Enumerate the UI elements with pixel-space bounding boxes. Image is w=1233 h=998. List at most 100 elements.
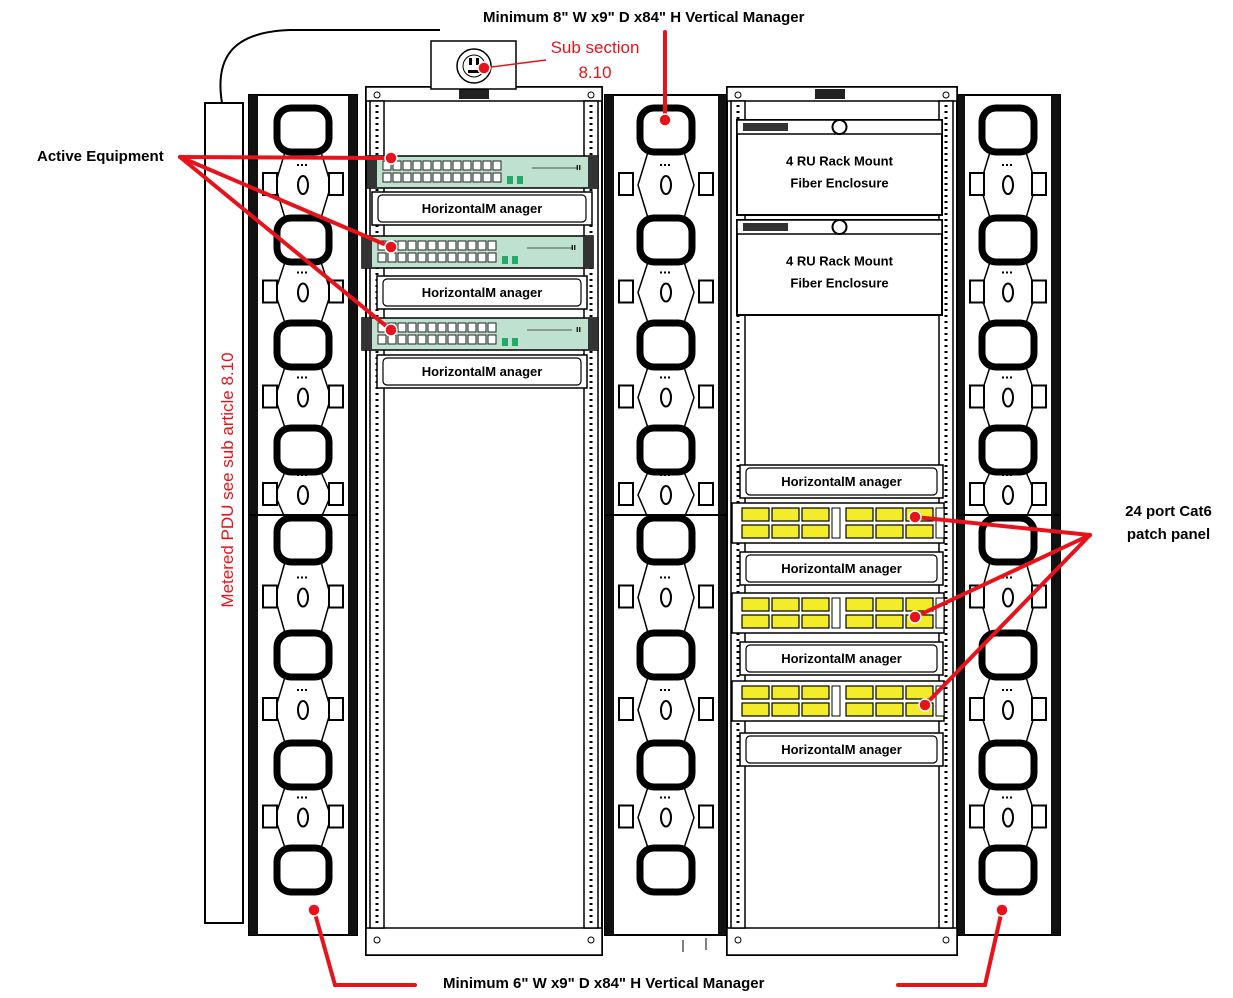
- switch-port: [382, 172, 392, 183]
- cable-ring: [273, 844, 333, 896]
- cable-ring: [978, 214, 1038, 266]
- patch-port: [875, 507, 904, 522]
- screw: [734, 91, 742, 99]
- switch-brand: ıı: [576, 162, 581, 172]
- callout-dot: [384, 151, 398, 165]
- bracket: [328, 697, 344, 721]
- switch-port: [477, 252, 487, 263]
- switch-port: [397, 322, 407, 333]
- screw: [734, 936, 742, 944]
- bracket: [1031, 697, 1047, 721]
- switch-led: [517, 176, 523, 184]
- bracket: [328, 172, 344, 196]
- switch-port: [467, 252, 477, 263]
- cable-ring: [978, 629, 1038, 681]
- horizontal-manager: HorizontalM anager: [739, 551, 944, 586]
- sub-section-callout: [483, 59, 547, 69]
- bracket: [328, 584, 344, 609]
- horizontal-manager-label: HorizontalM anager: [422, 364, 543, 379]
- cable-ring: [636, 319, 696, 371]
- switch-port: [432, 160, 442, 171]
- switch-port: [397, 252, 407, 263]
- cable-ring: [273, 739, 333, 791]
- switch-port: [447, 252, 457, 263]
- pdu-label: Metered PDU see sub article 8.10: [218, 352, 237, 608]
- switch-port: [457, 252, 467, 263]
- clip-icon: [297, 485, 309, 505]
- switch-port: [457, 322, 467, 333]
- bracket: [698, 482, 714, 506]
- cat6-patch-panel: [731, 592, 945, 634]
- horizontal-manager-label: HorizontalM anager: [781, 561, 902, 576]
- switch-port: [427, 322, 437, 333]
- horizontal-manager-face: [377, 194, 587, 223]
- switch-port: [407, 252, 417, 263]
- bracket: [698, 804, 714, 829]
- horizontal-manager-face: [745, 644, 938, 673]
- horizontal-manager-label: HorizontalM anager: [781, 742, 902, 757]
- callout-dot: [384, 323, 398, 337]
- switch-port: [427, 252, 437, 263]
- spine: [637, 561, 695, 634]
- switch-ear: [588, 318, 598, 350]
- switch-port: [442, 160, 452, 171]
- cable-ring: [636, 739, 696, 791]
- fiber-enclosure-badge: [743, 123, 788, 131]
- patch-port: [875, 614, 904, 629]
- clip-icon: [297, 175, 309, 195]
- switch-port: [427, 240, 437, 251]
- clip-icon: [660, 587, 672, 608]
- bracket: [262, 384, 278, 409]
- cable-ring: [978, 319, 1038, 371]
- rack-logo: [815, 89, 845, 99]
- switch-port: [432, 172, 442, 183]
- spine: [637, 366, 695, 429]
- pdu-strip: [204, 102, 244, 924]
- clip-icon: [1002, 807, 1014, 828]
- switch-port: [452, 172, 462, 183]
- patch-port: [845, 702, 874, 717]
- rack-logo: [459, 89, 489, 99]
- clip-icon: [660, 282, 672, 303]
- patch-panel-label: 24 port Cat6 patch panel: [1106, 500, 1231, 546]
- patch-port: [845, 524, 874, 539]
- bracket: [1031, 279, 1047, 304]
- patch-port: [771, 614, 800, 629]
- horizontal-manager-label: HorizontalM anager: [422, 285, 543, 300]
- screw: [373, 91, 381, 99]
- switch-ear: [362, 318, 372, 350]
- horizontal-manager: HorizontalM anager: [376, 354, 588, 389]
- switch-port: [482, 160, 492, 171]
- callout-dot: [918, 698, 932, 712]
- switch-port: [427, 334, 437, 345]
- clip-icon: [660, 485, 672, 505]
- patch-panel-line1: 24 port Cat6: [1125, 503, 1212, 520]
- patch-port: [801, 597, 830, 612]
- bracket: [618, 482, 634, 506]
- switch-port: [412, 160, 422, 171]
- cable-ring: [273, 514, 333, 566]
- patch-panel-divider: [935, 597, 945, 629]
- switch-port: [482, 172, 492, 183]
- patch-port: [875, 702, 904, 717]
- cable-ring: [636, 514, 696, 566]
- clip-icon: [297, 282, 309, 303]
- patch-port: [771, 597, 800, 612]
- bracket: [328, 804, 344, 829]
- fiber-enclosure-label: Fiber Enclosure: [790, 176, 888, 191]
- patch-port: [905, 597, 934, 612]
- switch-ear: [367, 156, 377, 188]
- horizontal-manager-face: [382, 278, 582, 307]
- callout-dot: [384, 240, 398, 254]
- cat6-patch-panel: [731, 680, 945, 722]
- cable-ring: [273, 319, 333, 371]
- bracket: [262, 482, 278, 506]
- patch-port: [801, 702, 830, 717]
- patch-panel-divider: [831, 685, 841, 717]
- horizontal-manager-face: [745, 467, 938, 496]
- horizontal-manager: HorizontalM anager: [739, 732, 944, 767]
- screw: [942, 91, 950, 99]
